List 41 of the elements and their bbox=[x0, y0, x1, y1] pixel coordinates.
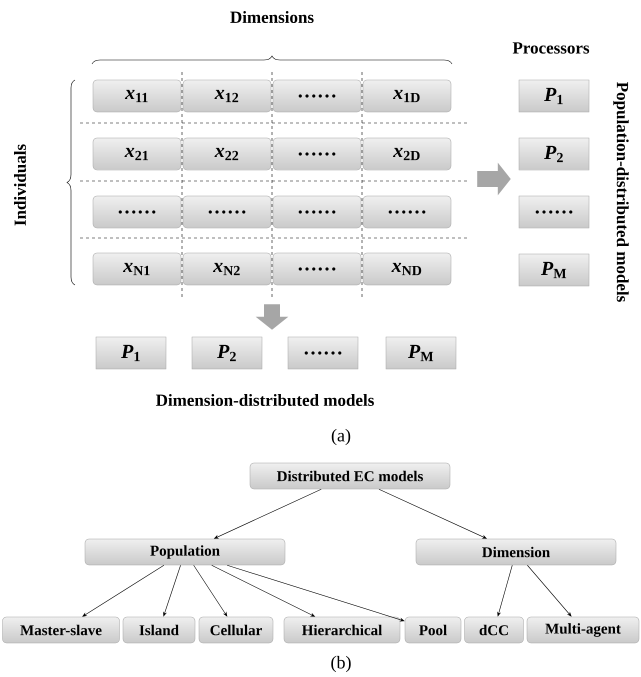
processor-box: P$_{2}$ bbox=[192, 336, 262, 370]
matrix-cell: x$_{12}$ bbox=[182, 80, 272, 112]
matrix-cell: x$_{ND}$ bbox=[362, 252, 452, 286]
processor-box: P$_{1}$ bbox=[96, 336, 166, 370]
model-box: Hierarchical bbox=[284, 616, 400, 644]
processor-box: P$_{2}$ bbox=[518, 138, 590, 170]
matrix-cell: …… bbox=[272, 196, 362, 228]
model-box: Multi-agent bbox=[526, 616, 640, 644]
matrix-cell: x$_{11}$ bbox=[92, 80, 182, 112]
matrix-cell: x$_{N1}$ bbox=[92, 252, 182, 286]
matrix-cell: x$_{N2}$ bbox=[182, 252, 272, 286]
matrix-cell: …… bbox=[272, 80, 362, 112]
processor-box: P$_{1}$ bbox=[518, 80, 590, 112]
matrix-cell: …… bbox=[362, 196, 452, 228]
model-box: Population bbox=[84, 538, 286, 566]
model-box: Pool bbox=[404, 616, 462, 644]
arrow bbox=[82, 564, 164, 617]
processor-box: …… bbox=[518, 196, 590, 228]
matrix-cell: …… bbox=[272, 138, 362, 170]
model-box: Cellular bbox=[198, 616, 274, 644]
axis-label: Dimension-distributed models bbox=[156, 394, 374, 406]
model-box: Master-slave bbox=[2, 616, 120, 644]
matrix-cell: …… bbox=[272, 252, 362, 286]
model-box: Dimension bbox=[416, 538, 616, 566]
matrix-cell: x$_{1D}$ bbox=[362, 80, 452, 112]
axis-label: Individuals bbox=[14, 144, 26, 226]
axis-label: Processors bbox=[512, 42, 590, 54]
matrix-cell: x$_{22}$ bbox=[182, 138, 272, 170]
model-box: dCC bbox=[464, 616, 524, 644]
matrix-cell: …… bbox=[182, 196, 272, 228]
model-box: Island bbox=[122, 616, 196, 644]
model-box: Distributed EC models bbox=[250, 462, 450, 490]
matrix-cell: x$_{21}$ bbox=[92, 138, 182, 170]
matrix-cell: …… bbox=[92, 196, 182, 228]
panel-label: (a) bbox=[332, 428, 350, 446]
processor-box: …… bbox=[288, 336, 358, 370]
processor-box: P$_{M}$ bbox=[386, 336, 456, 370]
processor-box: P$_{M}$ bbox=[518, 254, 590, 286]
axis-label: Population-distributed models bbox=[613, 82, 629, 302]
axis-label: Dimensions bbox=[230, 11, 314, 23]
matrix-cell: x$_{2D}$ bbox=[362, 138, 452, 170]
